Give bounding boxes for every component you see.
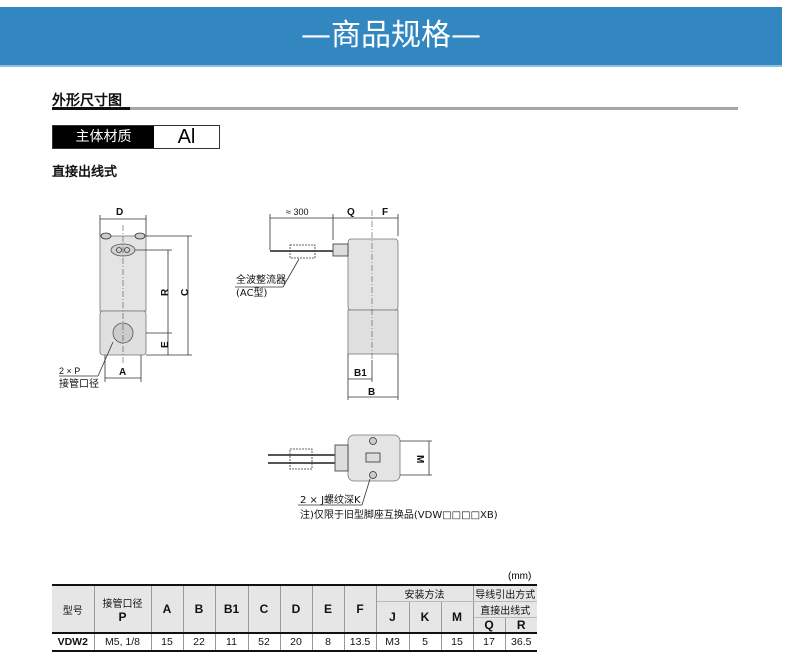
cell-P: M5, 1/8: [93, 632, 152, 652]
th-lead: 导线引出方式: [472, 584, 537, 602]
dimension-drawing: D R C E A 2 × P 接管口径 ≈ 300 Q F 全波整流器 (AC…: [59, 207, 498, 521]
th-B1: B1: [214, 584, 249, 634]
cell-R: 36.5: [504, 632, 537, 652]
dim-M: M: [414, 455, 425, 463]
cell-Q: 17: [472, 632, 506, 652]
rectifier-ac-label: (AC型): [236, 286, 268, 299]
dim-B1: B1: [354, 368, 367, 379]
th-K: K: [408, 601, 442, 634]
dim-F: F: [382, 207, 388, 218]
th-R: R: [504, 617, 537, 634]
dim-B: B: [368, 387, 375, 398]
section-divider-accent: [52, 107, 130, 110]
dim-Q: Q: [347, 207, 355, 218]
th-B: B: [182, 584, 216, 634]
cell-model: VDW2: [52, 632, 95, 652]
front-view: D R C E A 2 × P 接管口径: [59, 207, 192, 390]
cell-F: 13.5: [343, 632, 377, 652]
dim-E: E: [160, 341, 171, 348]
cell-E: 8: [311, 632, 345, 652]
th-A: A: [150, 584, 184, 634]
th-port-symbol: P: [118, 609, 127, 624]
cell-B: 22: [182, 632, 216, 652]
dim-C: C: [180, 289, 191, 296]
subtitle: 直接出线式: [52, 165, 118, 180]
material-label: 主体材质: [53, 126, 154, 148]
material-value: Al: [177, 126, 196, 148]
thread-label: 2 × J螺纹深K: [300, 493, 361, 506]
note-label: 注)仅限于旧型脚座互换品(VDW□□□□XB): [300, 508, 498, 521]
rectifier-label: 全波整流器: [236, 273, 286, 286]
cell-D: 20: [279, 632, 313, 652]
material-box: 主体材质 Al: [52, 125, 220, 149]
th-M: M: [440, 601, 474, 634]
port-label-cn: 接管口径: [59, 377, 99, 390]
table-row: VDW2 M5, 1/8 15 22 11 52 20 8 13.5 M3 5 …: [52, 632, 537, 652]
cell-C: 52: [247, 632, 281, 652]
cell-B1: 11: [214, 632, 249, 652]
cell-K: 5: [408, 632, 442, 652]
side-view: ≈ 300 Q F 全波整流器 (AC型) B1 B: [235, 207, 399, 400]
th-F: F: [343, 584, 377, 634]
dim-D: D: [116, 207, 123, 218]
banner-title: —商品规格—: [0, 7, 782, 67]
unit-label: (mm): [508, 571, 532, 582]
dim-A: A: [119, 367, 126, 378]
th-Q: Q: [473, 617, 506, 634]
th-direct: 直接出线式: [472, 601, 537, 618]
section-divider: [52, 107, 738, 110]
section-title: 外形尺寸图: [52, 93, 122, 109]
th-mount: 安装方法: [375, 584, 474, 602]
cell-A: 15: [150, 632, 184, 652]
dim-R: R: [160, 288, 171, 296]
th-D: D: [279, 584, 313, 634]
port-label: 2 × P: [59, 366, 80, 376]
th-E: E: [311, 584, 345, 634]
dim-length: ≈ 300: [286, 207, 308, 217]
th-port-label: 接管口径: [102, 598, 143, 610]
cell-M: 15: [440, 632, 474, 652]
cell-J: M3: [375, 632, 410, 652]
th-C: C: [247, 584, 281, 634]
bottom-view: M 2 × J螺纹深K 注)仅限于旧型脚座互换品(VDW□□□□XB): [268, 434, 498, 521]
th-model: 型号: [52, 584, 95, 634]
th-J: J: [376, 601, 410, 634]
